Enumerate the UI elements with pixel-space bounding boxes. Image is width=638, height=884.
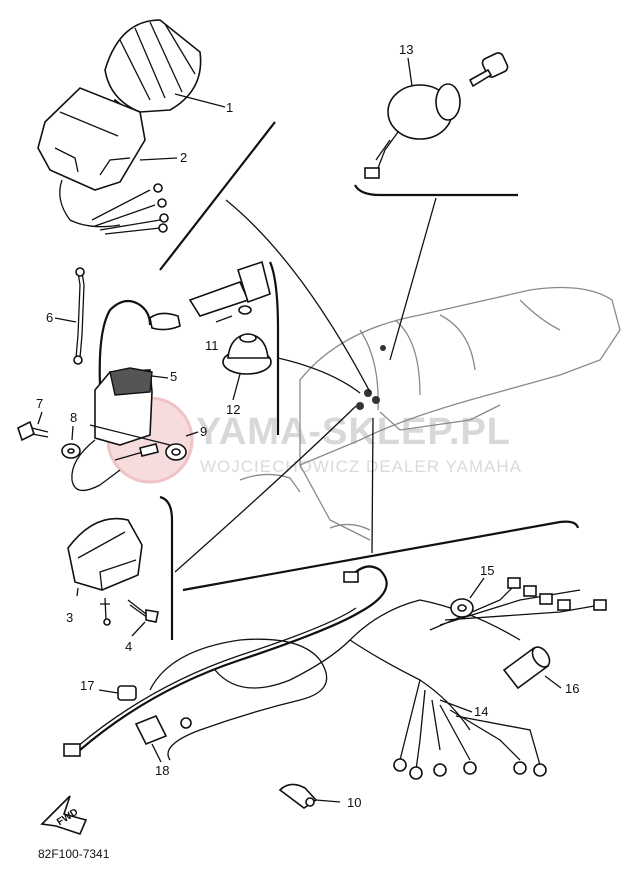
callout-13: 13 xyxy=(399,42,413,57)
cdi-bolt xyxy=(127,599,159,623)
callout-12: 12 xyxy=(226,402,240,417)
callout-16: 16 xyxy=(565,681,579,696)
coil-washer xyxy=(61,443,81,459)
protector-16 xyxy=(502,646,551,690)
callout-7: 7 xyxy=(36,396,43,411)
callout-leaders xyxy=(37,57,562,803)
callout-3: 3 xyxy=(66,610,73,625)
ignition-coil xyxy=(71,299,171,492)
group-brackets xyxy=(159,121,580,640)
callout-1: 1 xyxy=(226,100,233,115)
callout-17: 17 xyxy=(80,678,94,693)
watermark-sub-text: WOJCIECHOWICZ DEALER YAMAHA xyxy=(200,457,522,476)
callout-18: 18 xyxy=(155,763,169,778)
watermark: YAMA-SKLEP.PL WOJCIECHOWICZ DEALER YAMAH… xyxy=(106,396,522,484)
clamp-10 xyxy=(278,783,318,809)
ignition-key xyxy=(468,52,509,88)
plug-cap-wire xyxy=(73,267,85,365)
tube-17 xyxy=(117,685,137,701)
callout-4: 4 xyxy=(125,639,132,654)
clamp-18 xyxy=(134,714,192,746)
callout-2: 2 xyxy=(180,150,187,165)
wire-harness xyxy=(63,565,607,780)
coil-nut xyxy=(165,443,187,461)
drawing-code: 82F100-7341 xyxy=(38,847,110,861)
callout-10: 10 xyxy=(347,795,361,810)
callout-14: 14 xyxy=(474,704,488,719)
watermark-main-text: YAMA-SKLEP.PL xyxy=(196,411,511,453)
callout-5: 5 xyxy=(170,369,177,384)
callout-8: 8 xyxy=(70,410,77,425)
callout-6: 6 xyxy=(46,310,53,325)
grommet-15 xyxy=(450,598,474,618)
callout-11: 11 xyxy=(205,338,219,353)
main-switch xyxy=(364,83,461,179)
spark-plug-cap xyxy=(149,260,271,331)
coil-bolt xyxy=(17,420,49,442)
cdi-unit xyxy=(67,517,143,626)
throttle-housing xyxy=(37,87,169,235)
callout-numbers: 1 2 3 4 5 6 7 8 9 10 11 12 13 14 15 16 1… xyxy=(36,42,579,810)
callout-9: 9 xyxy=(200,424,207,439)
callout-15: 15 xyxy=(480,563,494,578)
rubber-grommet xyxy=(222,333,272,375)
fwd-arrow-icon: FWD xyxy=(40,795,88,835)
